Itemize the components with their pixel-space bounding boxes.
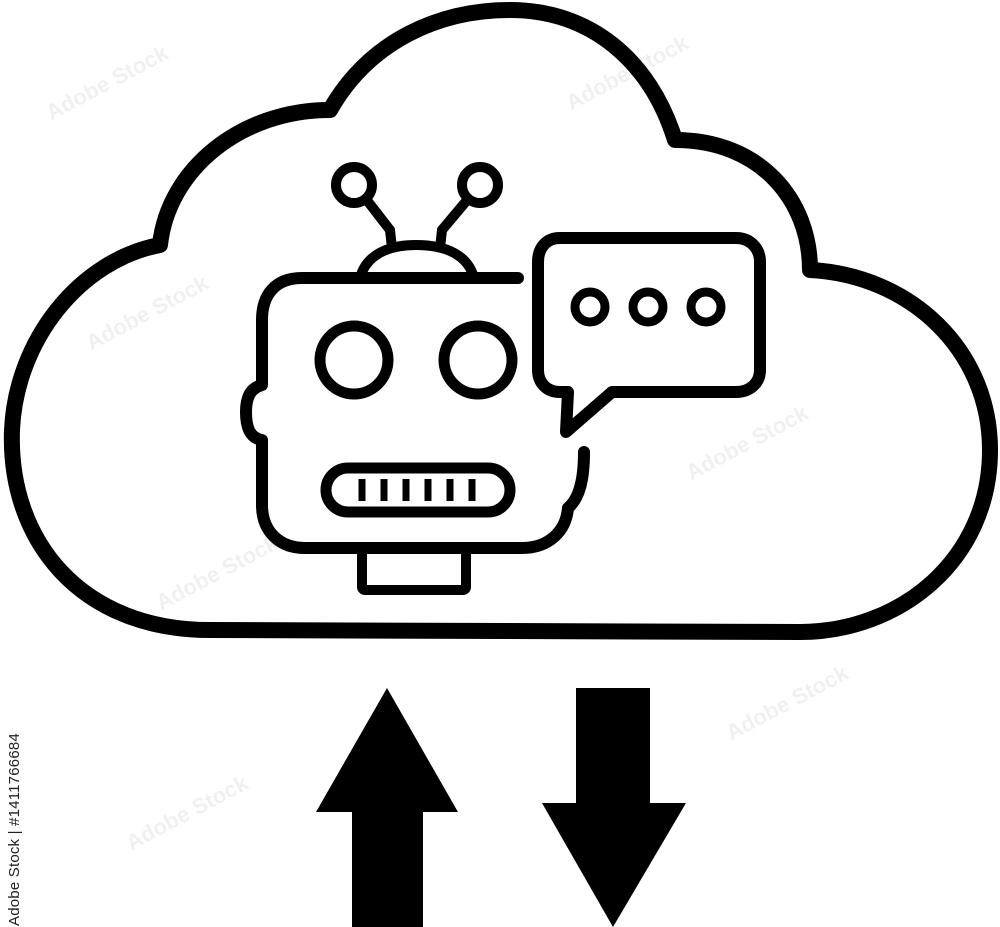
- side-watermark: Adobe Stock | #1411766684: [6, 733, 23, 926]
- robot-eye-right: [438, 320, 518, 400]
- speech-bubble-dots: [570, 287, 726, 327]
- arrow-down-icon: [542, 688, 686, 927]
- robot-antenna-left: [331, 162, 397, 253]
- robot-antenna-base: [355, 240, 479, 280]
- robot-eye-left: [314, 320, 394, 400]
- speech-bubble-ellipsis-icon: [532, 232, 766, 438]
- arrow-up-icon: [316, 688, 458, 927]
- robot-neck: [357, 543, 471, 595]
- robot-mouth: [320, 462, 516, 518]
